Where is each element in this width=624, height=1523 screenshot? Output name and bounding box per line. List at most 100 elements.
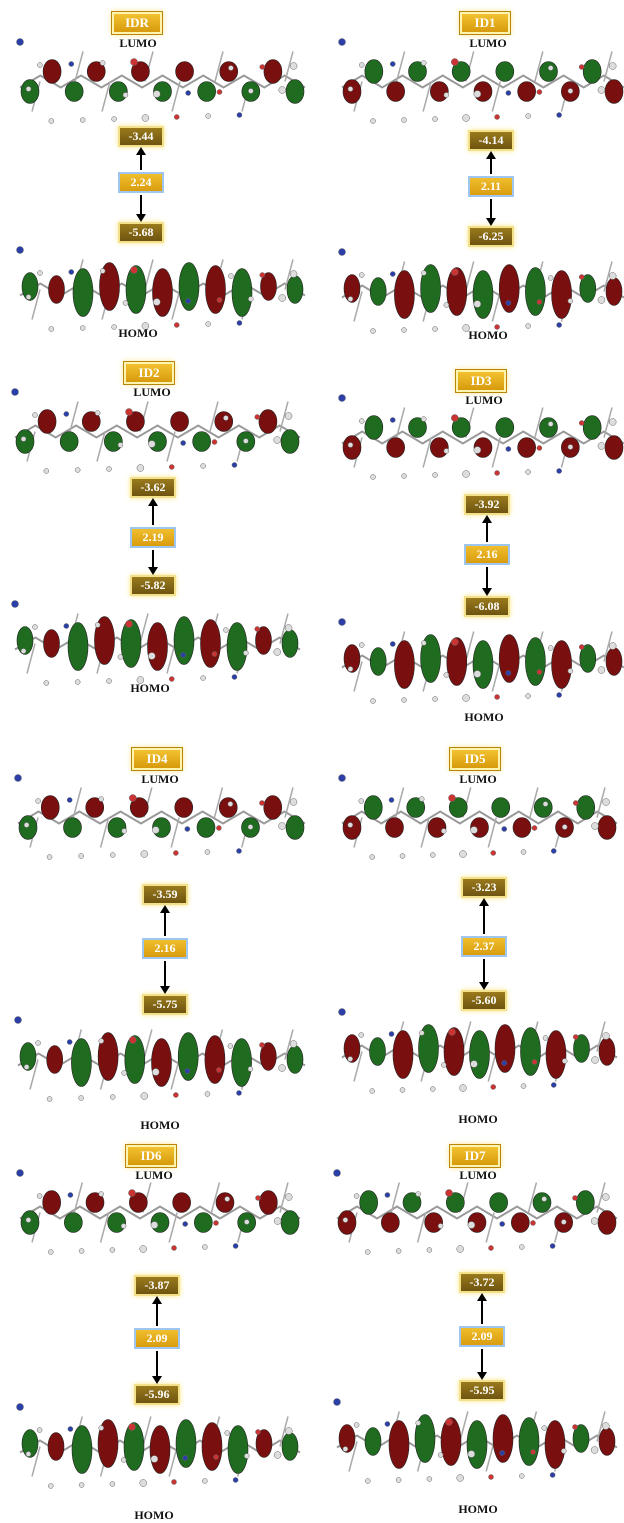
orbital-lobe bbox=[255, 1429, 273, 1458]
atom bbox=[284, 624, 293, 632]
atom bbox=[140, 1092, 149, 1100]
atom bbox=[129, 794, 137, 802]
orbital-lobe bbox=[579, 644, 597, 673]
atom bbox=[462, 324, 470, 332]
atom bbox=[43, 468, 50, 474]
side-bond bbox=[214, 51, 224, 82]
atom bbox=[536, 669, 543, 675]
side-bond bbox=[420, 817, 430, 848]
atom bbox=[200, 675, 206, 681]
atom bbox=[141, 114, 150, 122]
orbital-lobe bbox=[511, 1212, 530, 1233]
atom bbox=[490, 1084, 496, 1090]
atom bbox=[120, 1457, 127, 1463]
side-bond bbox=[284, 1029, 294, 1060]
side-bond bbox=[143, 1029, 153, 1060]
orbital-lobe bbox=[343, 1034, 361, 1063]
lumo-label: LUMO bbox=[459, 772, 497, 786]
gap-arrows bbox=[486, 151, 496, 226]
atom bbox=[520, 1083, 527, 1089]
atom bbox=[79, 325, 86, 331]
atom bbox=[23, 822, 30, 828]
atom bbox=[109, 1094, 116, 1100]
atom bbox=[448, 1028, 456, 1036]
orbital-lobe bbox=[263, 59, 283, 84]
atom bbox=[14, 774, 22, 782]
atom bbox=[432, 696, 438, 702]
orbital-lobe bbox=[205, 265, 226, 314]
atom bbox=[37, 62, 43, 68]
atom bbox=[602, 1032, 610, 1040]
homo-label: HOMO bbox=[118, 326, 158, 340]
atom bbox=[150, 1455, 159, 1463]
molecule-id-label: ID7 bbox=[450, 1145, 500, 1167]
atom bbox=[117, 442, 124, 448]
atom bbox=[130, 266, 138, 274]
atom bbox=[530, 1449, 536, 1455]
lumo-energy-value: -3.44 bbox=[118, 126, 164, 147]
atom bbox=[567, 444, 574, 450]
atom bbox=[43, 680, 50, 686]
side-bond bbox=[422, 437, 432, 468]
atom bbox=[254, 626, 260, 632]
orbital-lobe bbox=[394, 640, 415, 689]
orbital-lobe bbox=[20, 1210, 40, 1235]
atom bbox=[289, 62, 298, 70]
atom bbox=[98, 796, 104, 802]
side-bond bbox=[603, 51, 613, 82]
orbital-lobe bbox=[406, 797, 426, 818]
atom bbox=[333, 1169, 341, 1177]
atom bbox=[369, 854, 375, 860]
orbital-lobe bbox=[281, 1432, 299, 1461]
atom bbox=[608, 642, 617, 650]
lumo-orbital-molecule bbox=[16, 38, 306, 124]
side-bond bbox=[603, 631, 613, 662]
backbone-bonds bbox=[17, 810, 306, 825]
atom bbox=[202, 1244, 208, 1250]
lumo-energy-value: -3.59 bbox=[142, 884, 188, 905]
atom bbox=[415, 1191, 421, 1197]
homo-energy-value: -5.68 bbox=[118, 222, 164, 243]
side-bond bbox=[353, 1051, 363, 1082]
side-bond bbox=[534, 51, 544, 82]
atom bbox=[278, 1064, 286, 1072]
orbital-lobe bbox=[369, 277, 387, 306]
lumo-orbital-molecule bbox=[333, 1169, 618, 1255]
side-bond bbox=[72, 787, 83, 818]
atom bbox=[109, 1247, 116, 1253]
atom bbox=[128, 1423, 136, 1431]
side-bond bbox=[279, 613, 289, 644]
side-bond bbox=[284, 51, 294, 82]
orbital-lobe bbox=[605, 647, 623, 676]
atom bbox=[419, 796, 425, 802]
orbital-lobe bbox=[576, 795, 596, 820]
orbital-lobe bbox=[363, 795, 383, 820]
atom bbox=[259, 800, 265, 806]
orbital-lobe bbox=[280, 429, 300, 454]
orbital-lobe bbox=[446, 637, 468, 686]
orbital-lobe bbox=[402, 1192, 422, 1213]
atom bbox=[499, 1221, 505, 1227]
orbital-lobe bbox=[21, 272, 39, 301]
side-bond bbox=[416, 1212, 427, 1243]
atom bbox=[130, 58, 138, 66]
orbital-lobe bbox=[539, 417, 558, 438]
lumo-energy-value: -3.87 bbox=[134, 1275, 180, 1296]
atom bbox=[111, 116, 117, 122]
orbital-lobe bbox=[517, 437, 536, 458]
atom bbox=[542, 1035, 549, 1041]
orbital-lobe bbox=[152, 268, 173, 317]
band-gap-value: 2.24 bbox=[118, 172, 164, 193]
atom bbox=[36, 1193, 43, 1199]
side-bond bbox=[491, 661, 502, 692]
atom bbox=[401, 117, 407, 123]
atom bbox=[547, 65, 554, 71]
atom bbox=[174, 114, 180, 120]
orbital-lobe bbox=[260, 272, 277, 301]
atom bbox=[399, 853, 406, 859]
orbital-lobe bbox=[364, 1427, 382, 1456]
orbital-lobe bbox=[147, 622, 168, 671]
orbital-lobe bbox=[172, 1192, 191, 1213]
lumo-orbital-molecule bbox=[338, 774, 618, 860]
atom bbox=[456, 1245, 464, 1253]
